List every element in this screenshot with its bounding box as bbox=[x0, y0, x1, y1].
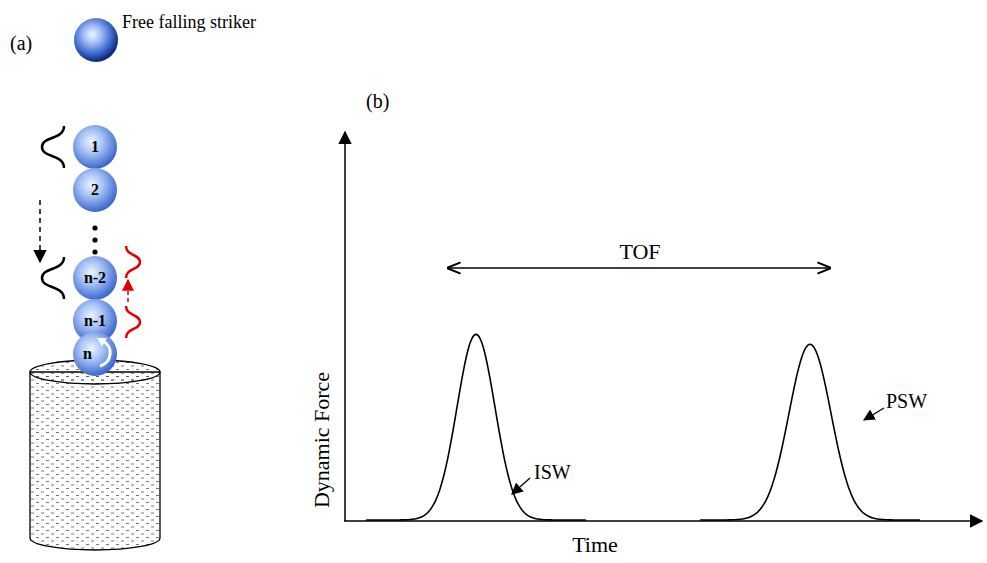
tof-arrow bbox=[448, 267, 830, 268]
sphere-number: n bbox=[83, 346, 92, 362]
propagation-arrow bbox=[39, 200, 41, 262]
annotation: TOF bbox=[619, 241, 660, 263]
annotation: ISW bbox=[534, 462, 571, 482]
sphere-number: 2 bbox=[91, 182, 99, 198]
ellipsis-dots bbox=[92, 225, 97, 254]
leader-arrow bbox=[864, 408, 884, 420]
incident-pulse bbox=[42, 257, 64, 299]
axis-title: Dynamic Force bbox=[311, 372, 333, 508]
reflected-pulse bbox=[126, 306, 140, 338]
y-axis bbox=[344, 132, 346, 521]
cylinder bbox=[30, 360, 160, 550]
signal-peak bbox=[366, 334, 586, 520]
striker-sphere bbox=[74, 18, 118, 62]
annotation: Free falling striker bbox=[122, 13, 256, 31]
axis-title: Time bbox=[572, 534, 618, 556]
leader-arrow bbox=[512, 478, 530, 494]
signal-peak bbox=[700, 344, 920, 520]
annotation: PSW bbox=[886, 391, 927, 411]
reflection-arrow bbox=[127, 280, 129, 302]
chain-sphere: 2 bbox=[73, 168, 117, 212]
chain-sphere: 1 bbox=[73, 125, 117, 169]
sphere-number: n-1 bbox=[84, 313, 106, 329]
sphere-number: n-2 bbox=[84, 270, 106, 286]
chain-sphere: n bbox=[73, 332, 117, 376]
chain-sphere: n-2 bbox=[73, 256, 117, 300]
incident-pulse bbox=[42, 126, 64, 168]
panel-letter: (a) bbox=[10, 33, 32, 53]
sphere-number: 1 bbox=[91, 139, 99, 155]
rotation-arrow bbox=[73, 332, 117, 376]
reflected-pulse bbox=[126, 246, 140, 278]
panel-letter: (b) bbox=[366, 91, 389, 111]
